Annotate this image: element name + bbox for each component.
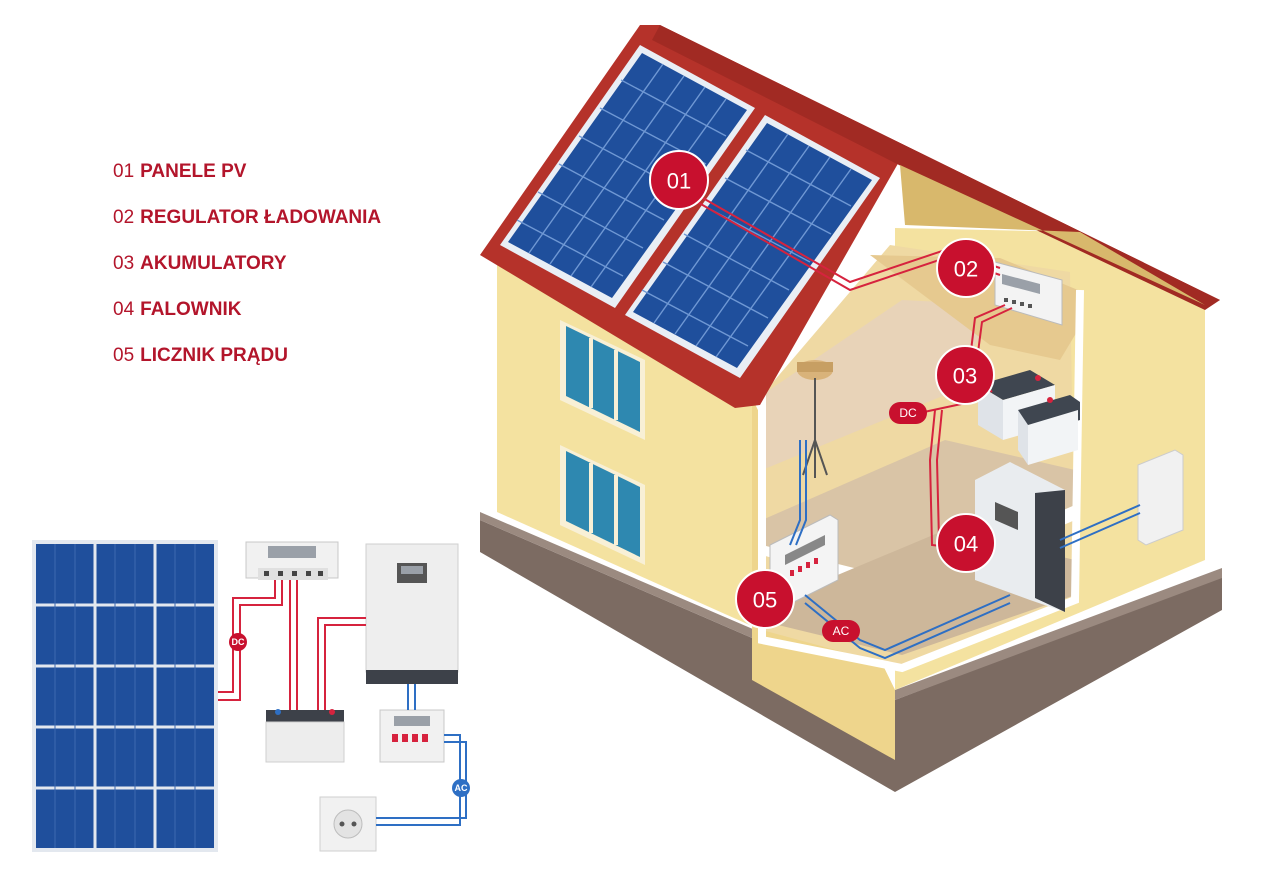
schematic-charge-controller [245, 541, 339, 580]
house-charge-controller [994, 261, 1063, 326]
schematic-battery [265, 709, 345, 763]
schematic-pv-panel [32, 540, 218, 852]
badge-01-pv-panels: 01 [649, 150, 709, 210]
svg-text:AC: AC [455, 783, 468, 793]
badge-03-batteries: 03 [935, 345, 995, 405]
schematic-dc-tag: DC [229, 633, 247, 651]
legend-label: LICZNIK PRĄDU [140, 345, 288, 366]
ground-plinth [480, 520, 1222, 792]
schematic-energy-meter [379, 709, 445, 763]
svg-text:03: 03 [953, 364, 977, 389]
legend-label: AKUMULATORY [140, 253, 287, 274]
schematic-inverter [365, 543, 459, 684]
legend-number: 02 [113, 207, 135, 228]
svg-text:05: 05 [753, 588, 777, 613]
house-inverter [975, 462, 1065, 612]
schematic-dc-wiring [218, 580, 366, 710]
house-ac-tag: AC [822, 620, 860, 642]
roof-pv-panel-left [500, 45, 755, 308]
window-lower [560, 445, 645, 565]
legend-label: REGULATOR ŁADOWANIA [140, 207, 382, 228]
svg-text:02: 02 [954, 257, 978, 282]
house: DC AC 01 02 03 04 05 [480, 25, 1222, 792]
svg-text:04: 04 [954, 532, 978, 557]
legend-number: 05 [113, 345, 135, 366]
roof-gable-shadow [900, 165, 1205, 305]
legend-label: FALOWNIK [140, 299, 242, 320]
svg-text:DC: DC [899, 406, 917, 420]
legend-label: PANELE PV [140, 161, 247, 182]
legend-number: 04 [113, 299, 135, 320]
svg-text:01: 01 [667, 169, 691, 194]
legend-number: 01 [113, 161, 135, 182]
legend-number: 03 [113, 253, 135, 274]
svg-text:DC: DC [232, 637, 245, 647]
svg-text:AC: AC [833, 624, 850, 638]
window-upper [560, 320, 645, 440]
interior-back-wall-upper [762, 300, 1000, 470]
badge-05-energy-meter: 05 [735, 569, 795, 629]
middle-floor-edge [762, 505, 1075, 595]
schematic-ac-tag: AC [452, 779, 470, 797]
badge-02-charge-controller: 02 [936, 238, 996, 298]
schematic: DC AC [32, 540, 470, 852]
house-external-meter-box [1137, 449, 1184, 546]
house-batteries [978, 370, 1080, 465]
schematic-wall-socket [319, 796, 377, 852]
badge-04-inverter: 04 [936, 513, 996, 573]
house-dc-tag: DC [889, 402, 927, 424]
